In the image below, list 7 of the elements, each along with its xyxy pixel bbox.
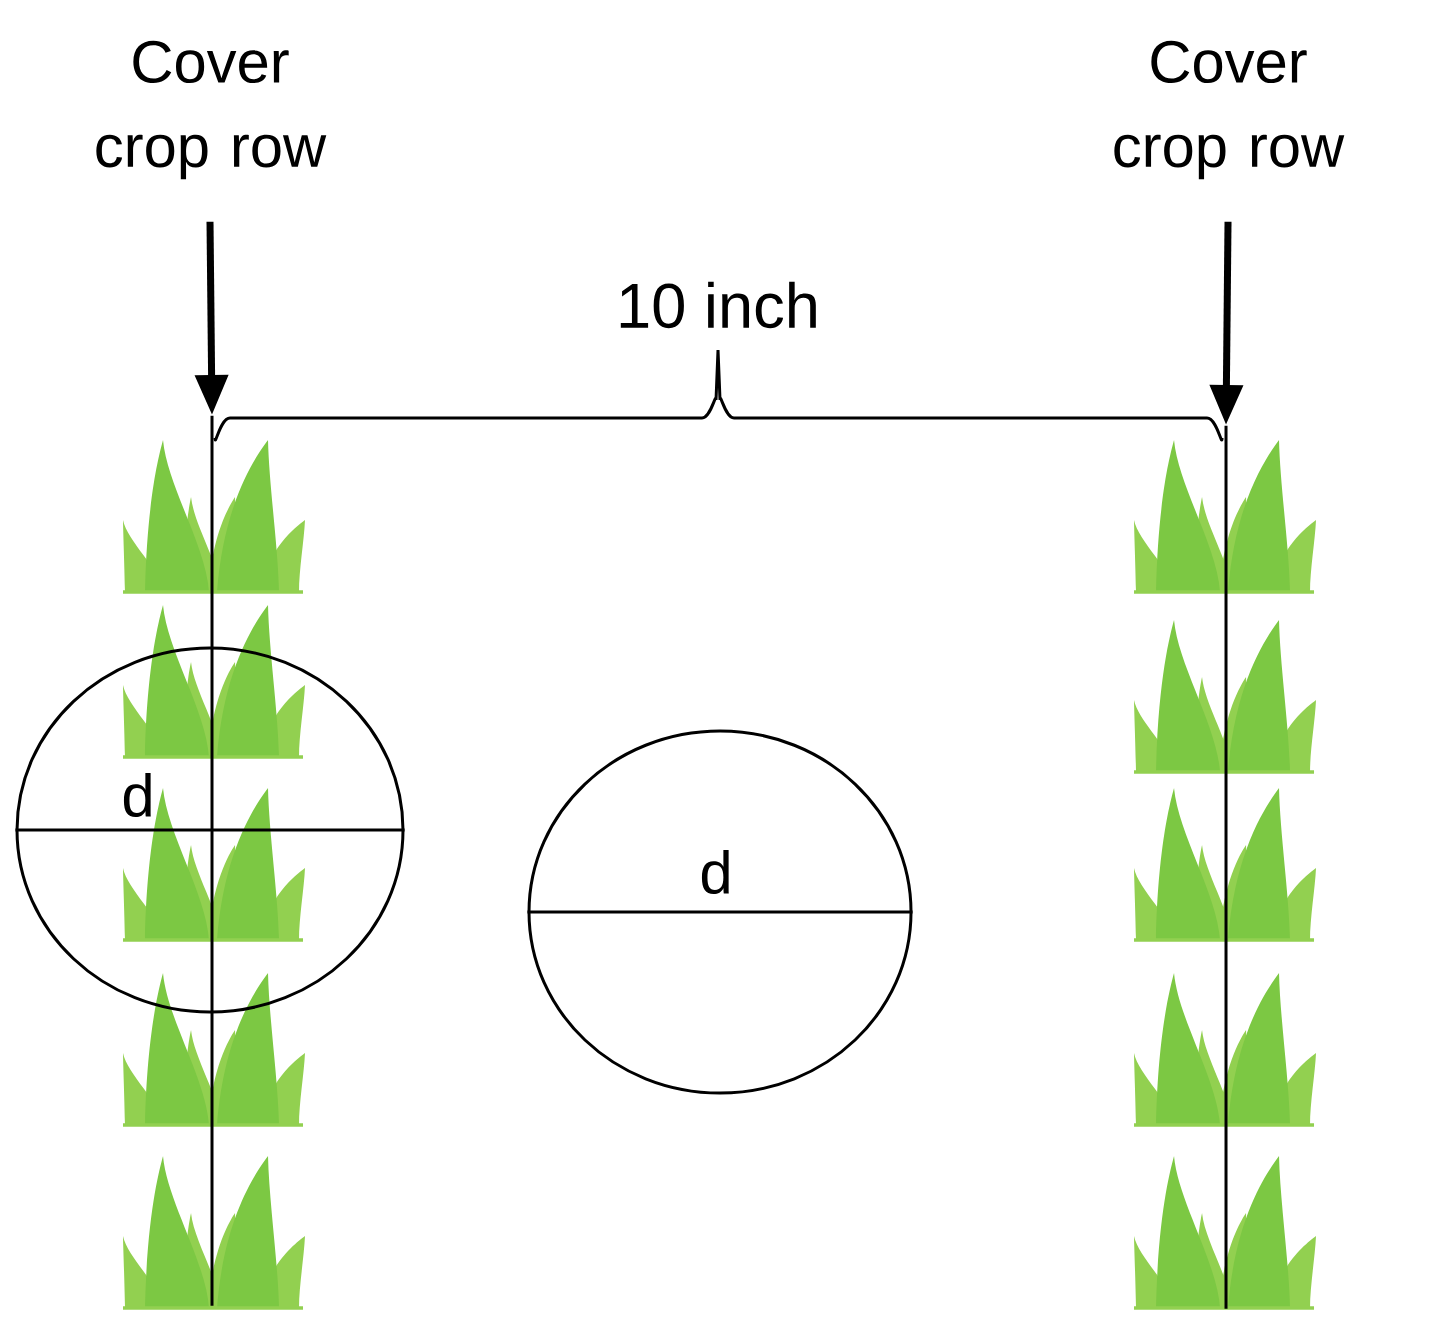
row-label: Cover crop row (96, 40, 327, 180)
row-line (210, 415, 214, 1306)
dimension-label: 10 inch (620, 281, 816, 329)
row-label: Cover crop row (1114, 40, 1345, 180)
circle-with-diameter: d (15, 646, 405, 1014)
row-line (1224, 425, 1228, 1309)
circle-with-diameter: d (527, 729, 913, 1095)
